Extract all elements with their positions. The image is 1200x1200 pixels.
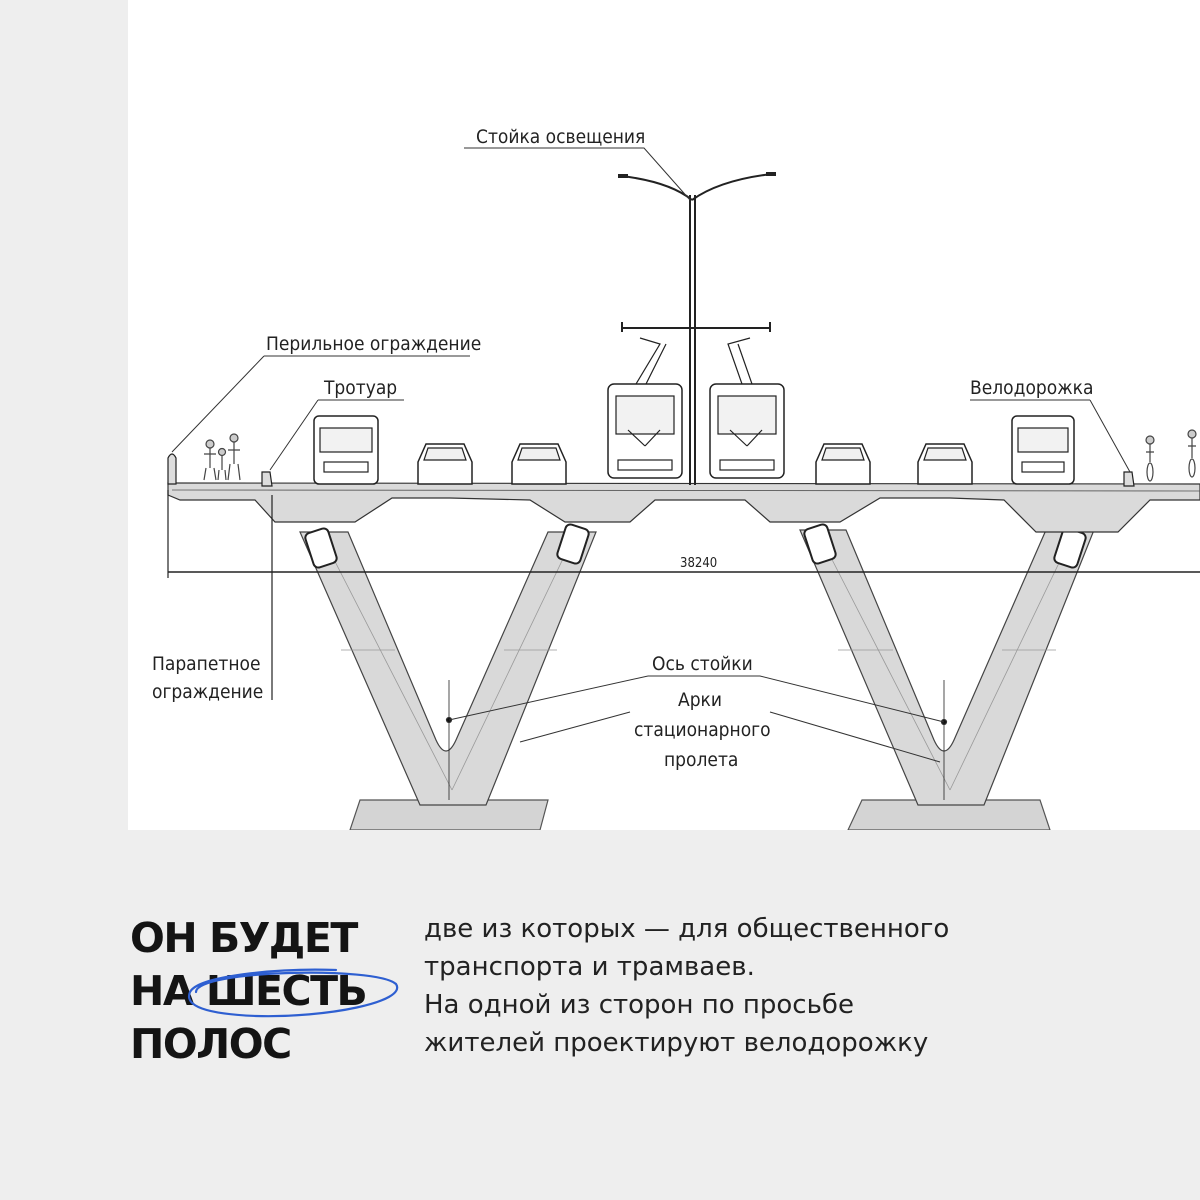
headline-word-shest: ШЕСТЬ xyxy=(205,967,368,1015)
body-text: две из которых — для общественного транс… xyxy=(424,910,1044,1062)
tram-left xyxy=(607,337,683,479)
bridge-cross-section-drawing: Стойка освещения Перильное ограждение Тр… xyxy=(128,0,1200,830)
pillar-axis-label: Ось стойки xyxy=(652,653,753,675)
parapet-label-line2: ограждение xyxy=(152,681,263,703)
body-line-1: две из которых — для общественного xyxy=(424,914,950,944)
headline-line-2: НА ШЕСТЬ xyxy=(130,965,410,1018)
bus-right xyxy=(1011,415,1075,485)
lighting-pole xyxy=(618,172,776,485)
pedestrians xyxy=(203,433,241,481)
right-v-pillar xyxy=(799,529,1095,806)
car-4 xyxy=(917,443,973,485)
body-line-4: жителей проектируют велодорожку xyxy=(424,1028,929,1058)
arches-label-line3: пролета xyxy=(664,749,738,771)
sidewalk-label: Тротуар xyxy=(323,377,397,399)
left-pillar-window-1 xyxy=(304,527,338,569)
bridge-diagram-svg: Стойка освещения Перильное ограждение Тр… xyxy=(152,126,1200,830)
headline-line-3: ПОЛОС xyxy=(130,1020,292,1068)
bus-left xyxy=(313,415,379,485)
body-line-3: На одной из сторон по просьбе xyxy=(424,990,854,1020)
car-1 xyxy=(417,443,473,485)
tram-right xyxy=(709,337,785,479)
cyclists xyxy=(1145,429,1197,482)
car-3 xyxy=(815,443,871,485)
railing-label: Перильное ограждение xyxy=(266,333,481,355)
headline-word-na: НА xyxy=(130,967,195,1015)
left-pillar-window-2 xyxy=(556,523,590,565)
right-pillar-window-1 xyxy=(803,523,837,565)
parapet-label-line1: Парапетное xyxy=(152,653,260,675)
parapet-right xyxy=(1123,471,1135,487)
headline-line-1: ОН БУДЕТ xyxy=(130,914,358,962)
body-line-2: транспорта и трамваев. xyxy=(424,952,755,982)
car-2 xyxy=(511,443,567,485)
headline: ОН БУДЕТ НА ШЕСТЬ ПОЛОС xyxy=(130,912,410,1071)
parapet-left xyxy=(261,471,273,487)
left-v-pillar xyxy=(299,531,597,806)
railing-left xyxy=(167,453,177,485)
bike-lane-label: Велодорожка xyxy=(970,377,1093,399)
lighting-pole-label: Стойка освещения xyxy=(476,126,645,148)
dimension-label: 38240 xyxy=(680,556,717,571)
arches-label-line2: стационарного xyxy=(634,719,771,741)
arches-label-line1: Арки xyxy=(678,689,722,711)
